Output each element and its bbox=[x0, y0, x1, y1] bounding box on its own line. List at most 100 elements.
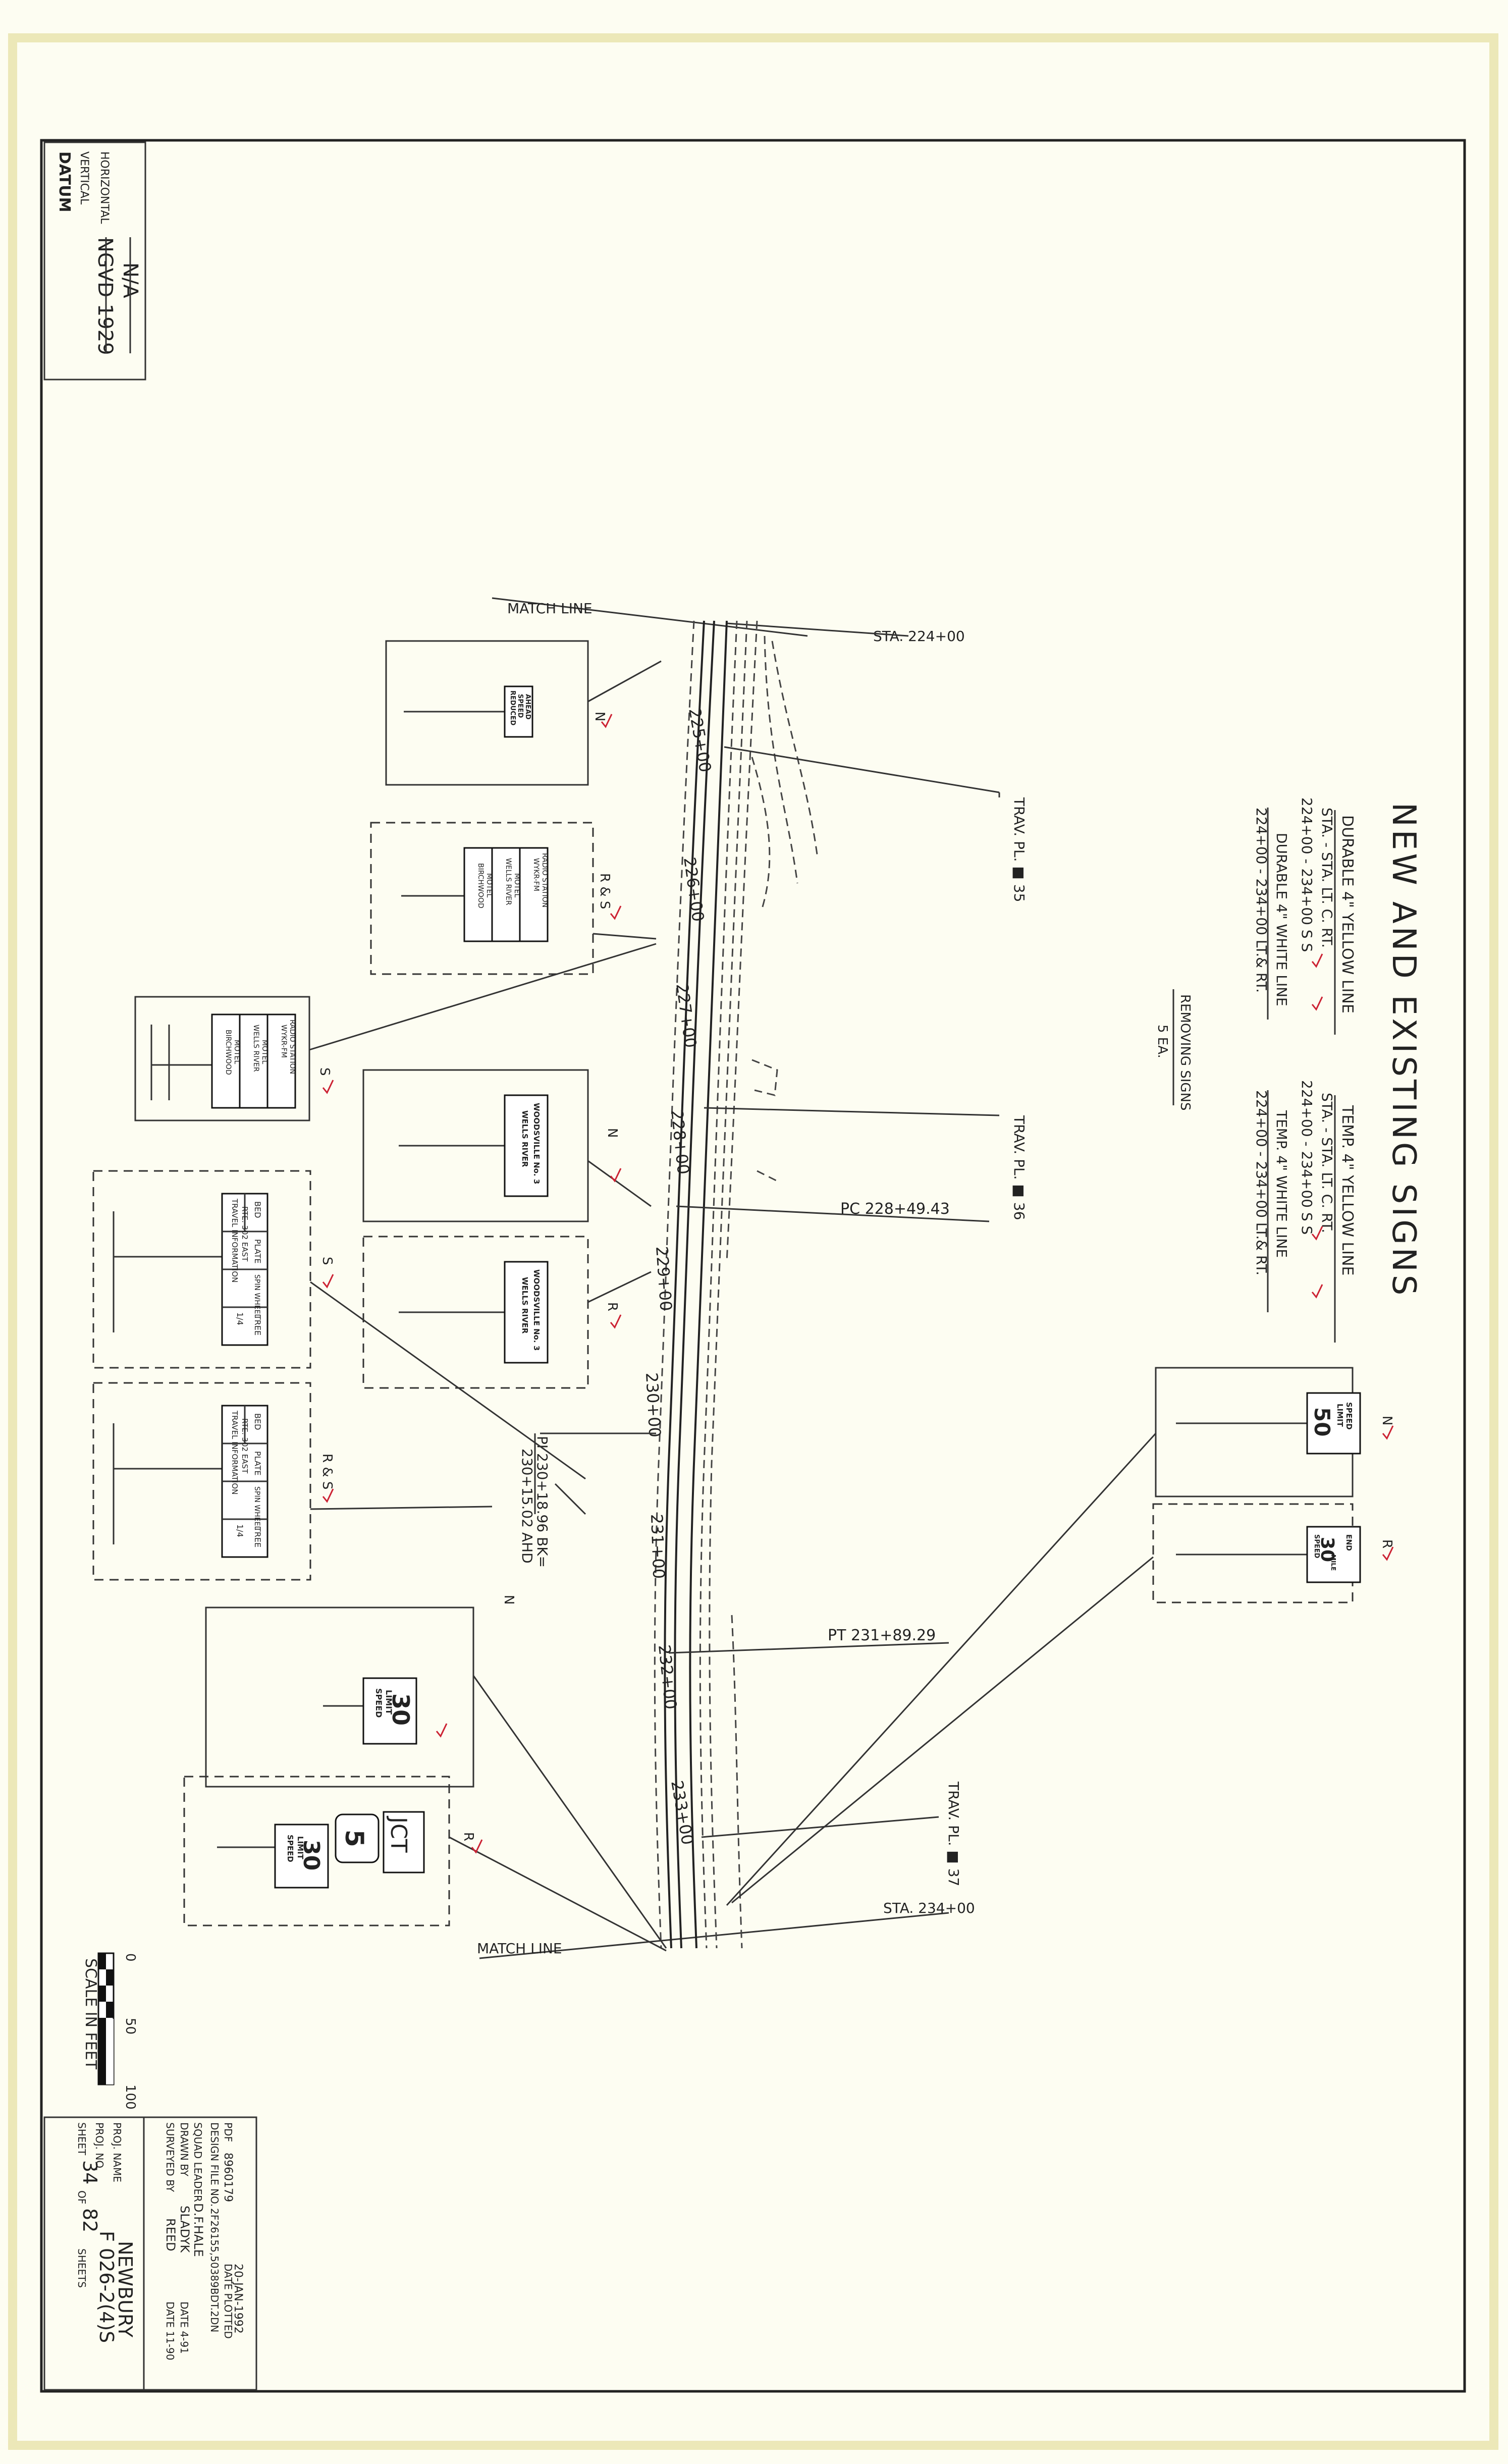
sign-radio-station-left: WYKR-FM RADIO STATION WELLS RIVER MOTEL … bbox=[134, 943, 657, 1121]
limit50-l2: LIMIT bbox=[1335, 1404, 1344, 1427]
check-mark bbox=[1311, 1226, 1323, 1241]
wells-r-code: R bbox=[605, 1302, 620, 1311]
sign-end-30-mile-speed: END 30 MILE SPEED R bbox=[731, 1503, 1394, 1904]
limit50-l1: SPEED bbox=[1344, 1402, 1354, 1430]
design-value: 2F26155,50389BDT.2DN bbox=[208, 2208, 221, 2332]
of-value: 82 bbox=[79, 2208, 101, 2232]
durable-white-row: 224+00 - 234+00 LT.& RT. bbox=[1253, 808, 1270, 993]
sheet-label: SHEET bbox=[76, 2122, 88, 2156]
drawn-label: DRAWN BY bbox=[178, 2122, 190, 2177]
proj-name-label: PROJ. NAME bbox=[111, 2122, 123, 2182]
removing-signs-qty: 5 EA. bbox=[1155, 1025, 1170, 1058]
travel-rs-c3: SPIN WHEEL bbox=[253, 1486, 261, 1530]
sheet-title: NEW AND EXISTING SIGNS bbox=[1385, 802, 1422, 1298]
radio-left-l3: WELLS RIVER bbox=[252, 1025, 260, 1072]
reduced-code: N bbox=[592, 712, 607, 721]
station-230: 230+00 bbox=[642, 1372, 665, 1437]
radio-left-l2: RADIO STATION bbox=[288, 1020, 296, 1074]
reduced-line-1: REDUCED bbox=[509, 690, 516, 726]
travel-s-l1: TRAVEL INFORMATION bbox=[230, 1198, 239, 1282]
markings-table: DURABLE 4" YELLOW LINE STA. - STA. LT. C… bbox=[1155, 797, 1356, 1343]
removing-signs-heading: REMOVING SIGNS bbox=[1177, 994, 1193, 1111]
radio-top-code: R & S bbox=[597, 873, 612, 909]
match-line-top-label: MATCH LINE bbox=[507, 600, 593, 617]
sign-travel-info-s: BED PLATE SPIN WHEEL TREE TRAVEL INFORMA… bbox=[92, 1170, 586, 1480]
sign-jct-route-5: SPEED LIMIT 30 5 JCT R bbox=[183, 1776, 667, 1952]
check-mark bbox=[1311, 996, 1323, 1011]
end30-code: R bbox=[1379, 1539, 1394, 1548]
datum-box: DATUM VERTICAL NGVD 1929 HORIZONTAL N/A bbox=[43, 141, 146, 381]
title-block: SURVEYED BY REED DATE 11-90 DRAWN BY SLA… bbox=[43, 2116, 257, 2391]
radio-left-code: S bbox=[317, 1067, 332, 1076]
of-label: OF bbox=[76, 2190, 88, 2204]
wells-r-l2: WOODSVILLE No. 3 bbox=[532, 1269, 541, 1351]
sheet-value: 34 bbox=[79, 2160, 101, 2184]
surveyed-value: REED bbox=[164, 2218, 178, 2251]
wells-n-l2: WOODSVILLE No. 3 bbox=[532, 1103, 541, 1184]
datum-horizontal-label: HORIZONTAL bbox=[98, 151, 111, 224]
plotted-value: 20-JAN-1992 bbox=[232, 2264, 244, 2334]
match-line-bottom bbox=[479, 1912, 949, 1959]
datum-vertical-value: NGVD 1929 bbox=[93, 237, 117, 355]
durable-white-heading: DURABLE 4" WHITE LINE bbox=[1273, 833, 1290, 1006]
station-231: 231+00 bbox=[647, 1514, 668, 1579]
scale-tick-0: 0 bbox=[123, 1953, 138, 1962]
radio-top-l2: RADIO STATION bbox=[541, 853, 549, 907]
code-n-mid: N bbox=[501, 1595, 516, 1604]
limit50-num: 50 bbox=[1310, 1407, 1334, 1436]
limit30n-l2: LIMIT bbox=[384, 1690, 394, 1715]
surveyed-date: DATE 11-90 bbox=[164, 2301, 176, 2361]
sign-speed-limit-50-n: SPEED LIMIT 50 N bbox=[726, 1367, 1394, 1906]
temp-yellow-cols: STA. - STA. LT. C. RT. bbox=[1319, 1093, 1335, 1233]
temp-white-row: 224+00 - 234+00 LT.& RT. bbox=[1253, 1090, 1270, 1275]
sign-reduced-speed-ahead: REDUCED SPEED AHEAD N bbox=[385, 640, 662, 786]
scale-label: SCALE IN FEET bbox=[82, 1958, 99, 2070]
pdf-label: PDF bbox=[222, 2122, 234, 2142]
limit30n-num: 30 bbox=[387, 1693, 414, 1726]
outer-margin bbox=[8, 33, 1498, 2450]
radio-left-l1: WYKR-FM bbox=[280, 1025, 288, 1058]
trav-pl-35: TRAV. PL. ■ 35 bbox=[1011, 797, 1028, 902]
wells-n-code: N bbox=[605, 1128, 620, 1138]
travel-rs-l1: TRAVEL INFORMATION bbox=[230, 1410, 239, 1494]
radio-top-l3: WELLS RIVER bbox=[504, 858, 512, 905]
proj-no-label: PROJ. NO. bbox=[93, 2122, 105, 2171]
durable-yellow-cols: STA. - STA. LT. C. RT. bbox=[1319, 808, 1335, 948]
surveyed-label: SURVEYED BY bbox=[164, 2122, 176, 2192]
check-mark bbox=[1311, 1284, 1323, 1299]
squad-label: SQUAD LEADER bbox=[192, 2122, 204, 2202]
radio-left-l4: MOTEL bbox=[260, 1040, 268, 1064]
pi-label-2: 230+15.02 AHD bbox=[519, 1449, 535, 1564]
datum-heading: DATUM bbox=[56, 151, 73, 212]
proj-name-value: NEWBURY bbox=[114, 2241, 136, 2338]
travel-s-c2: PLATE bbox=[253, 1239, 262, 1264]
sign-travel-info-rs: BED PLATE SPIN WHEEL TREE TRAVEL INFORMA… bbox=[92, 1382, 493, 1581]
travel-rs-l2: RTE. 302 EAST bbox=[240, 1418, 249, 1474]
pt-label: PT 231+89.29 bbox=[828, 1627, 936, 1644]
proj-no-value: F 026-2(4)S bbox=[95, 2231, 118, 2343]
jct-limit-num: 30 bbox=[298, 1840, 324, 1870]
station-225: 225+00 bbox=[685, 707, 715, 774]
wells-r-l1: WELLS RIVER bbox=[520, 1277, 529, 1334]
sta-start-label: STA. 224+00 bbox=[873, 628, 965, 645]
end30-l3: SPEED bbox=[1313, 1534, 1320, 1559]
design-label: DESIGN FILE NO. bbox=[208, 2122, 221, 2207]
drawing-border bbox=[40, 139, 1466, 2393]
travel-rs-c2: PLATE bbox=[253, 1451, 262, 1476]
jct-route-num: 5 bbox=[340, 1830, 369, 1847]
pdf-value: 8960179 bbox=[222, 2153, 234, 2202]
travel-rs-c1: BED bbox=[253, 1413, 262, 1430]
limit50-code: N bbox=[1379, 1416, 1394, 1425]
radio-top-l4: MOTEL bbox=[513, 873, 521, 897]
travel-s-c4: TREE bbox=[253, 1314, 262, 1335]
travel-rs-dist: 1/4 bbox=[235, 1524, 245, 1537]
pi-label-1: PI 230+18.96 BK= bbox=[534, 1436, 551, 1568]
temp-yellow-row: 224+00 - 234+00 S S bbox=[1299, 1080, 1315, 1235]
station-232: 232+00 bbox=[655, 1644, 680, 1710]
reduced-line-2: SPEED bbox=[516, 694, 524, 718]
travel-s-code: S bbox=[319, 1257, 335, 1265]
sign-radio-station-top: WYKR-FM RADIO STATION WELLS RIVER MOTEL … bbox=[370, 822, 657, 975]
drawn-date: DATE 4-91 bbox=[178, 2301, 190, 2354]
durable-yellow-heading: DURABLE 4" YELLOW LINE bbox=[1338, 815, 1356, 1013]
jct-label: JCT bbox=[386, 1815, 411, 1853]
